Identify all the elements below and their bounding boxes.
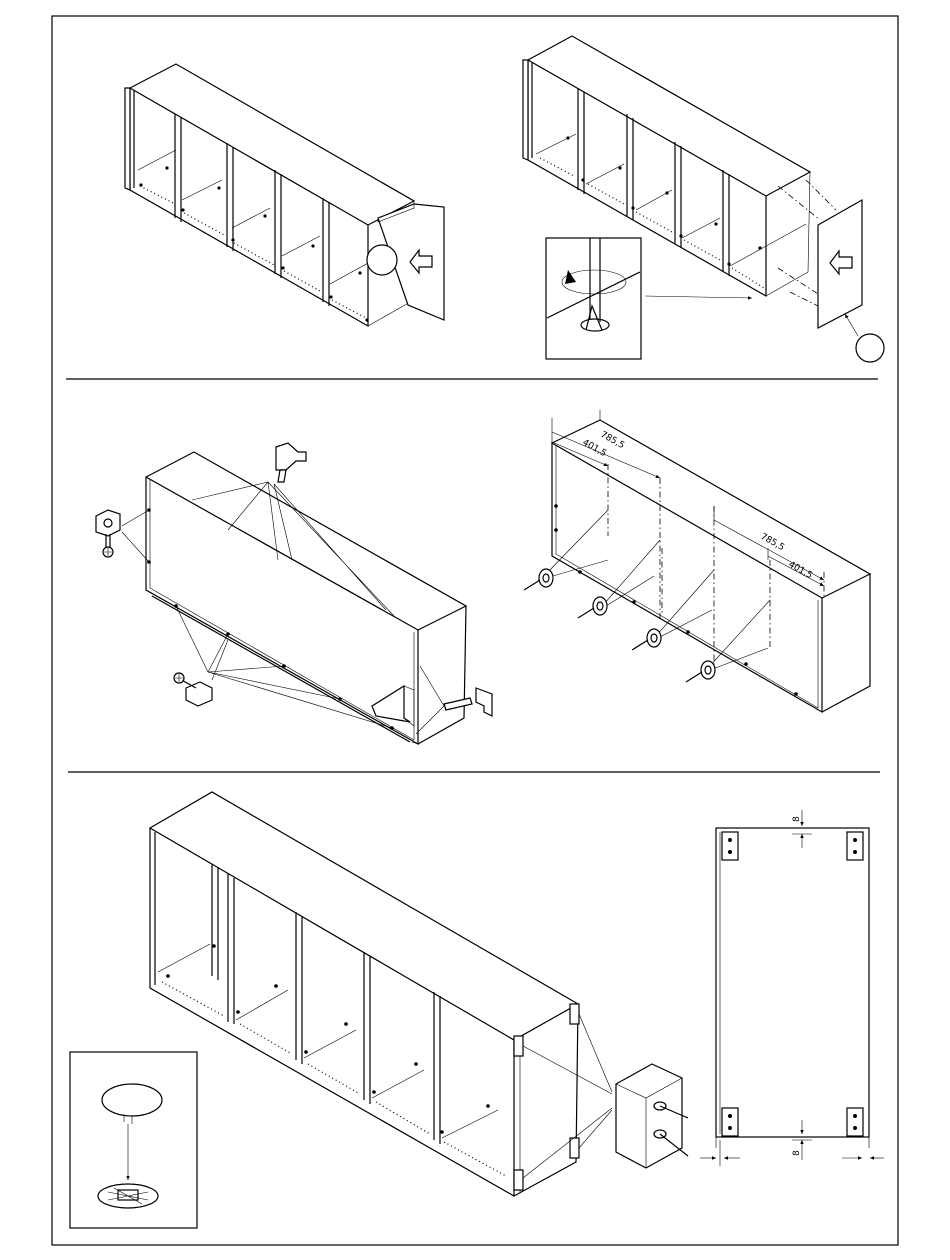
wall-bracket-icon	[276, 443, 306, 470]
hinge-plate-icon	[570, 1004, 579, 1024]
wall-bracket-icon	[476, 688, 492, 716]
wall-mount-block-icon	[616, 1064, 682, 1168]
part-marker-circle	[856, 334, 884, 362]
shelf-pin-detail-box	[70, 1052, 197, 1228]
step2-left-back	[96, 443, 492, 744]
hinge-plate-icon	[514, 1170, 523, 1190]
connector-block-icon	[186, 682, 212, 706]
part-marker-circle	[367, 245, 397, 275]
back-panel-drilling-drawing: 8 8	[700, 810, 884, 1166]
screw-washer-icon	[524, 569, 553, 590]
step1-right-carcass	[523, 36, 884, 362]
hinge-plate-icon	[570, 1138, 579, 1158]
connector-block-icon	[96, 510, 120, 536]
screw-washer-icon	[578, 597, 607, 618]
camlock-detail-box	[546, 238, 641, 359]
gap-dim-bottom: 8	[792, 1150, 802, 1156]
screw-washer-icon	[686, 661, 715, 682]
step3-cabinet	[150, 792, 688, 1196]
step1-left-carcass	[125, 64, 444, 326]
gap-dim-top: 8	[792, 816, 802, 822]
cover-cap-icon	[102, 1084, 162, 1116]
hinge-plate-icon	[514, 1036, 523, 1056]
step2-right-back-dimensions: 401,5 785,5 785,5 401,5	[524, 410, 870, 712]
screw-washer-icon	[632, 629, 661, 650]
